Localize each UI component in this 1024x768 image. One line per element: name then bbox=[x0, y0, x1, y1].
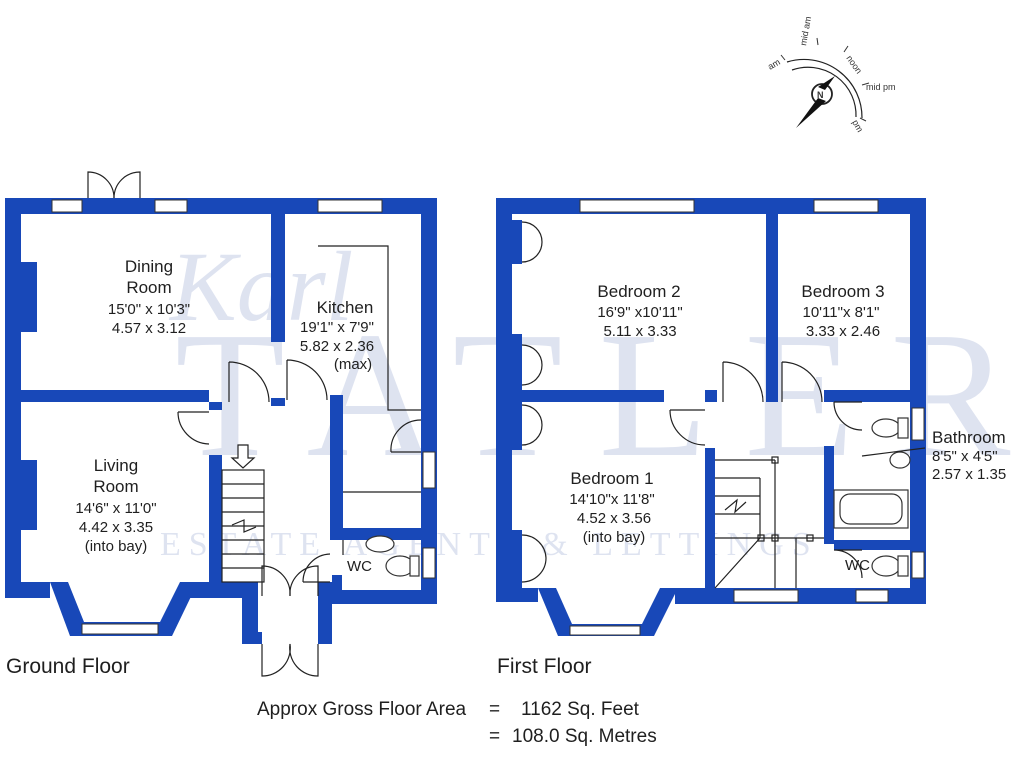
room-name: Room bbox=[93, 477, 138, 496]
room-dims-metric: 2.57 x 1.35 bbox=[932, 466, 1006, 483]
ground-floor-plan: Dining Room 15'0" x 10'3" 4.57 x 3.12 Ki… bbox=[5, 171, 437, 677]
watermark-script: Karl bbox=[168, 231, 353, 342]
watermark-sub: ESTATE AGENTS & LETTINGS bbox=[160, 526, 819, 563]
area-label: Approx Gross Floor Area bbox=[257, 699, 467, 720]
room-note: (into bay) bbox=[583, 529, 646, 546]
room-name: Bedroom 2 bbox=[597, 282, 680, 301]
room-bedroom-3: Bedroom 3 10'11"x 8'1" 3.33 x 2.46 bbox=[801, 282, 884, 340]
room-dining: Dining Room 15'0" x 10'3" 4.57 x 3.12 bbox=[108, 257, 190, 337]
area-sqm: 108.0 Sq. Metres bbox=[512, 726, 657, 747]
room-wc-ground: WC bbox=[347, 558, 372, 575]
room-dims-imperial: 14'6" x 11'0" bbox=[75, 500, 156, 517]
room-name: Bedroom 1 bbox=[570, 469, 653, 488]
compass: N am mid am noon mid pm pm bbox=[766, 16, 896, 134]
compass-label-pm: pm bbox=[850, 118, 865, 134]
room-note: (max) bbox=[334, 356, 372, 373]
compass-needle bbox=[796, 98, 826, 128]
room-dims-imperial: 19'1" x 7'9" bbox=[300, 319, 374, 336]
room-dims-imperial: 10'11"x 8'1" bbox=[803, 304, 880, 321]
room-kitchen: Kitchen 19'1" x 7'9" 5.82 x 2.36 (max) bbox=[300, 298, 374, 373]
compass-label-am: am bbox=[766, 57, 782, 72]
ground-floor-label: Ground Floor bbox=[6, 655, 130, 678]
room-name: Kitchen bbox=[317, 298, 374, 317]
compass-label-mid-pm: mid pm bbox=[866, 82, 896, 92]
compass-north: N bbox=[817, 90, 824, 100]
room-name: Bedroom 3 bbox=[801, 282, 884, 301]
room-dims-imperial: 8'5" x 4'5" bbox=[932, 448, 998, 465]
room-dims-metric: 3.33 x 2.46 bbox=[806, 323, 880, 340]
area-sqft: 1162 Sq. Feet bbox=[521, 699, 640, 720]
room-dims-metric: 4.52 x 3.56 bbox=[577, 510, 651, 527]
first-floor-label: First Floor bbox=[497, 655, 592, 678]
room-bedroom-1: Bedroom 1 14'10"x 11'8" 4.52 x 3.56 (int… bbox=[569, 469, 654, 546]
room-bedroom-2: Bedroom 2 16'9" x10'11" 5.11 x 3.33 bbox=[597, 282, 682, 340]
area-equals-sqft: = bbox=[489, 699, 500, 720]
room-name: Bathroom bbox=[932, 428, 1006, 447]
area-summary: Approx Gross Floor Area = 1162 Sq. Feet … bbox=[257, 699, 657, 747]
room-name: Living bbox=[94, 456, 138, 475]
room-name: Dining bbox=[125, 257, 173, 276]
room-dims-imperial: 14'10"x 11'8" bbox=[569, 491, 654, 508]
room-dims-imperial: 16'9" x10'11" bbox=[597, 304, 682, 321]
area-equals-sqm: = bbox=[489, 726, 500, 747]
room-dims-metric: 4.57 x 3.12 bbox=[112, 320, 186, 337]
compass-label-noon: noon bbox=[844, 53, 864, 75]
first-floor-plan: Bedroom 2 16'9" x10'11" 5.11 x 3.33 Bedr… bbox=[496, 198, 1006, 636]
room-wc-first: WC bbox=[845, 557, 870, 574]
room-bathroom: Bathroom 8'5" x 4'5" 2.57 x 1.35 bbox=[932, 428, 1006, 483]
room-name: WC bbox=[845, 557, 870, 574]
compass-label-mid-am: mid am bbox=[798, 16, 813, 47]
room-name: WC bbox=[347, 558, 372, 575]
room-name: Room bbox=[126, 278, 171, 297]
room-living: Living Room 14'6" x 11'0" 4.42 x 3.35 (i… bbox=[75, 456, 156, 555]
room-dims-metric: 5.11 x 3.33 bbox=[603, 323, 676, 340]
room-dims-metric: 5.82 x 2.36 bbox=[300, 338, 374, 355]
room-dims-metric: 4.42 x 3.35 bbox=[79, 519, 153, 536]
room-note: (into bay) bbox=[85, 538, 148, 555]
room-dims-imperial: 15'0" x 10'3" bbox=[108, 301, 190, 318]
